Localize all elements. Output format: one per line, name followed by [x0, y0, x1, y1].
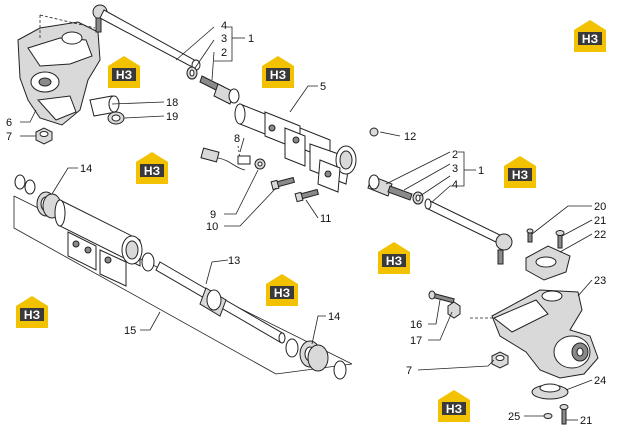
washer-17 [447, 301, 461, 319]
callout-2-right: 2 [452, 149, 458, 161]
nut-right [491, 351, 509, 369]
callout-21-top: 21 [594, 215, 606, 227]
callout-1-right: 1 [478, 165, 484, 177]
callout-12: 12 [404, 131, 416, 143]
pad-24 [531, 383, 569, 400]
left-tie-rod-nut [186, 66, 198, 80]
callout-1-left: 1 [248, 33, 254, 45]
callout-21-bottom: 21 [580, 415, 592, 427]
callout-24: 24 [594, 375, 606, 387]
o-rings-left [14, 174, 36, 195]
snab-logo-glyph: НЗ [24, 308, 40, 322]
callout-7-right: 7 [406, 365, 412, 377]
snab-logo-sub: СНАБ [23, 323, 41, 329]
snab-logo-glyph: НЗ [270, 68, 286, 82]
callout-14-right: 14 [328, 311, 340, 323]
snab-logo-glyph: НЗ [386, 254, 402, 268]
snab-logo-glyph: НЗ [274, 286, 290, 300]
callout-8: 8 [234, 133, 240, 145]
snab-logo-sub: СНАБ [115, 83, 133, 89]
ring-19 [107, 111, 125, 125]
snab-logo-sub: СНАБ [511, 183, 529, 189]
snab-logo-glyph: НЗ [446, 402, 462, 416]
right-tie-rod [424, 198, 513, 265]
callout-6: 6 [6, 117, 12, 129]
snab-logo-glyph: НЗ [144, 164, 160, 178]
fitting-9 [254, 158, 266, 170]
snab-logo-glyph: НЗ [582, 32, 598, 46]
callout-14-left: 14 [80, 163, 92, 175]
callout-20: 20 [594, 201, 606, 213]
steering-cylinder-upper [234, 103, 357, 193]
callout-19: 19 [166, 111, 178, 123]
callout-17: 17 [410, 335, 422, 347]
right-tie-rod-nut [412, 191, 424, 205]
callout-13: 13 [228, 255, 240, 267]
callout-4-left: 4 [221, 20, 227, 32]
screw-20 [526, 228, 534, 243]
callout-18: 18 [166, 97, 178, 109]
callout-25: 25 [508, 411, 520, 423]
screw-21-bottom [559, 404, 569, 425]
o-ring-middle [141, 252, 155, 272]
callout-4-right: 4 [452, 179, 458, 191]
pin-12 [369, 127, 379, 137]
snab-logo-sub: СНАБ [269, 83, 287, 89]
callout-labels: 4 3 2 1 5 6 7 18 19 8 9 10 11 12 2 3 4 1… [6, 20, 606, 427]
right-tie-rod-end [367, 174, 413, 201]
callout-3-left: 3 [221, 33, 227, 45]
steering-cylinder-lower [54, 199, 143, 287]
callout-15: 15 [124, 325, 136, 337]
snab-logo-glyph: НЗ [116, 68, 132, 82]
callout-10: 10 [206, 221, 218, 233]
seal-18 [89, 95, 120, 117]
snab-logo-sub: СНАБ [445, 417, 463, 423]
callout-7-left: 7 [6, 131, 12, 143]
callout-22: 22 [594, 229, 606, 241]
o-rings-right [285, 338, 347, 380]
sensor-8 [200, 145, 251, 171]
screw-21-top [555, 230, 565, 249]
snab-logo-sub: СНАБ [273, 301, 291, 307]
bolt-11 [294, 188, 320, 203]
left-tie-rod-end [199, 75, 240, 105]
snab-logo-glyph: НЗ [512, 168, 528, 182]
left-steering-knuckle [17, 14, 101, 126]
cap-22 [525, 245, 571, 281]
bolt-10 [270, 176, 296, 191]
snab-logo-sub: СНАБ [385, 269, 403, 275]
leader-lines [20, 26, 593, 421]
callout-5: 5 [320, 81, 326, 93]
nut-left [35, 127, 53, 145]
callout-9: 9 [210, 209, 216, 221]
bolt-16 [428, 290, 455, 304]
piston-rod-13 [155, 261, 286, 344]
right-steering-knuckle [470, 289, 599, 379]
snab-logo-sub: СНАБ [143, 179, 161, 185]
snab-logo-sub: СНАБ [581, 47, 599, 53]
seal-14-right [299, 340, 329, 372]
callout-2-left: 2 [221, 47, 227, 59]
callout-11: 11 [320, 213, 331, 225]
washer-25 [543, 413, 553, 419]
callout-23: 23 [594, 275, 606, 287]
callout-3-right: 3 [452, 163, 458, 175]
callout-16: 16 [410, 319, 422, 331]
left-tie-rod [92, 4, 201, 71]
